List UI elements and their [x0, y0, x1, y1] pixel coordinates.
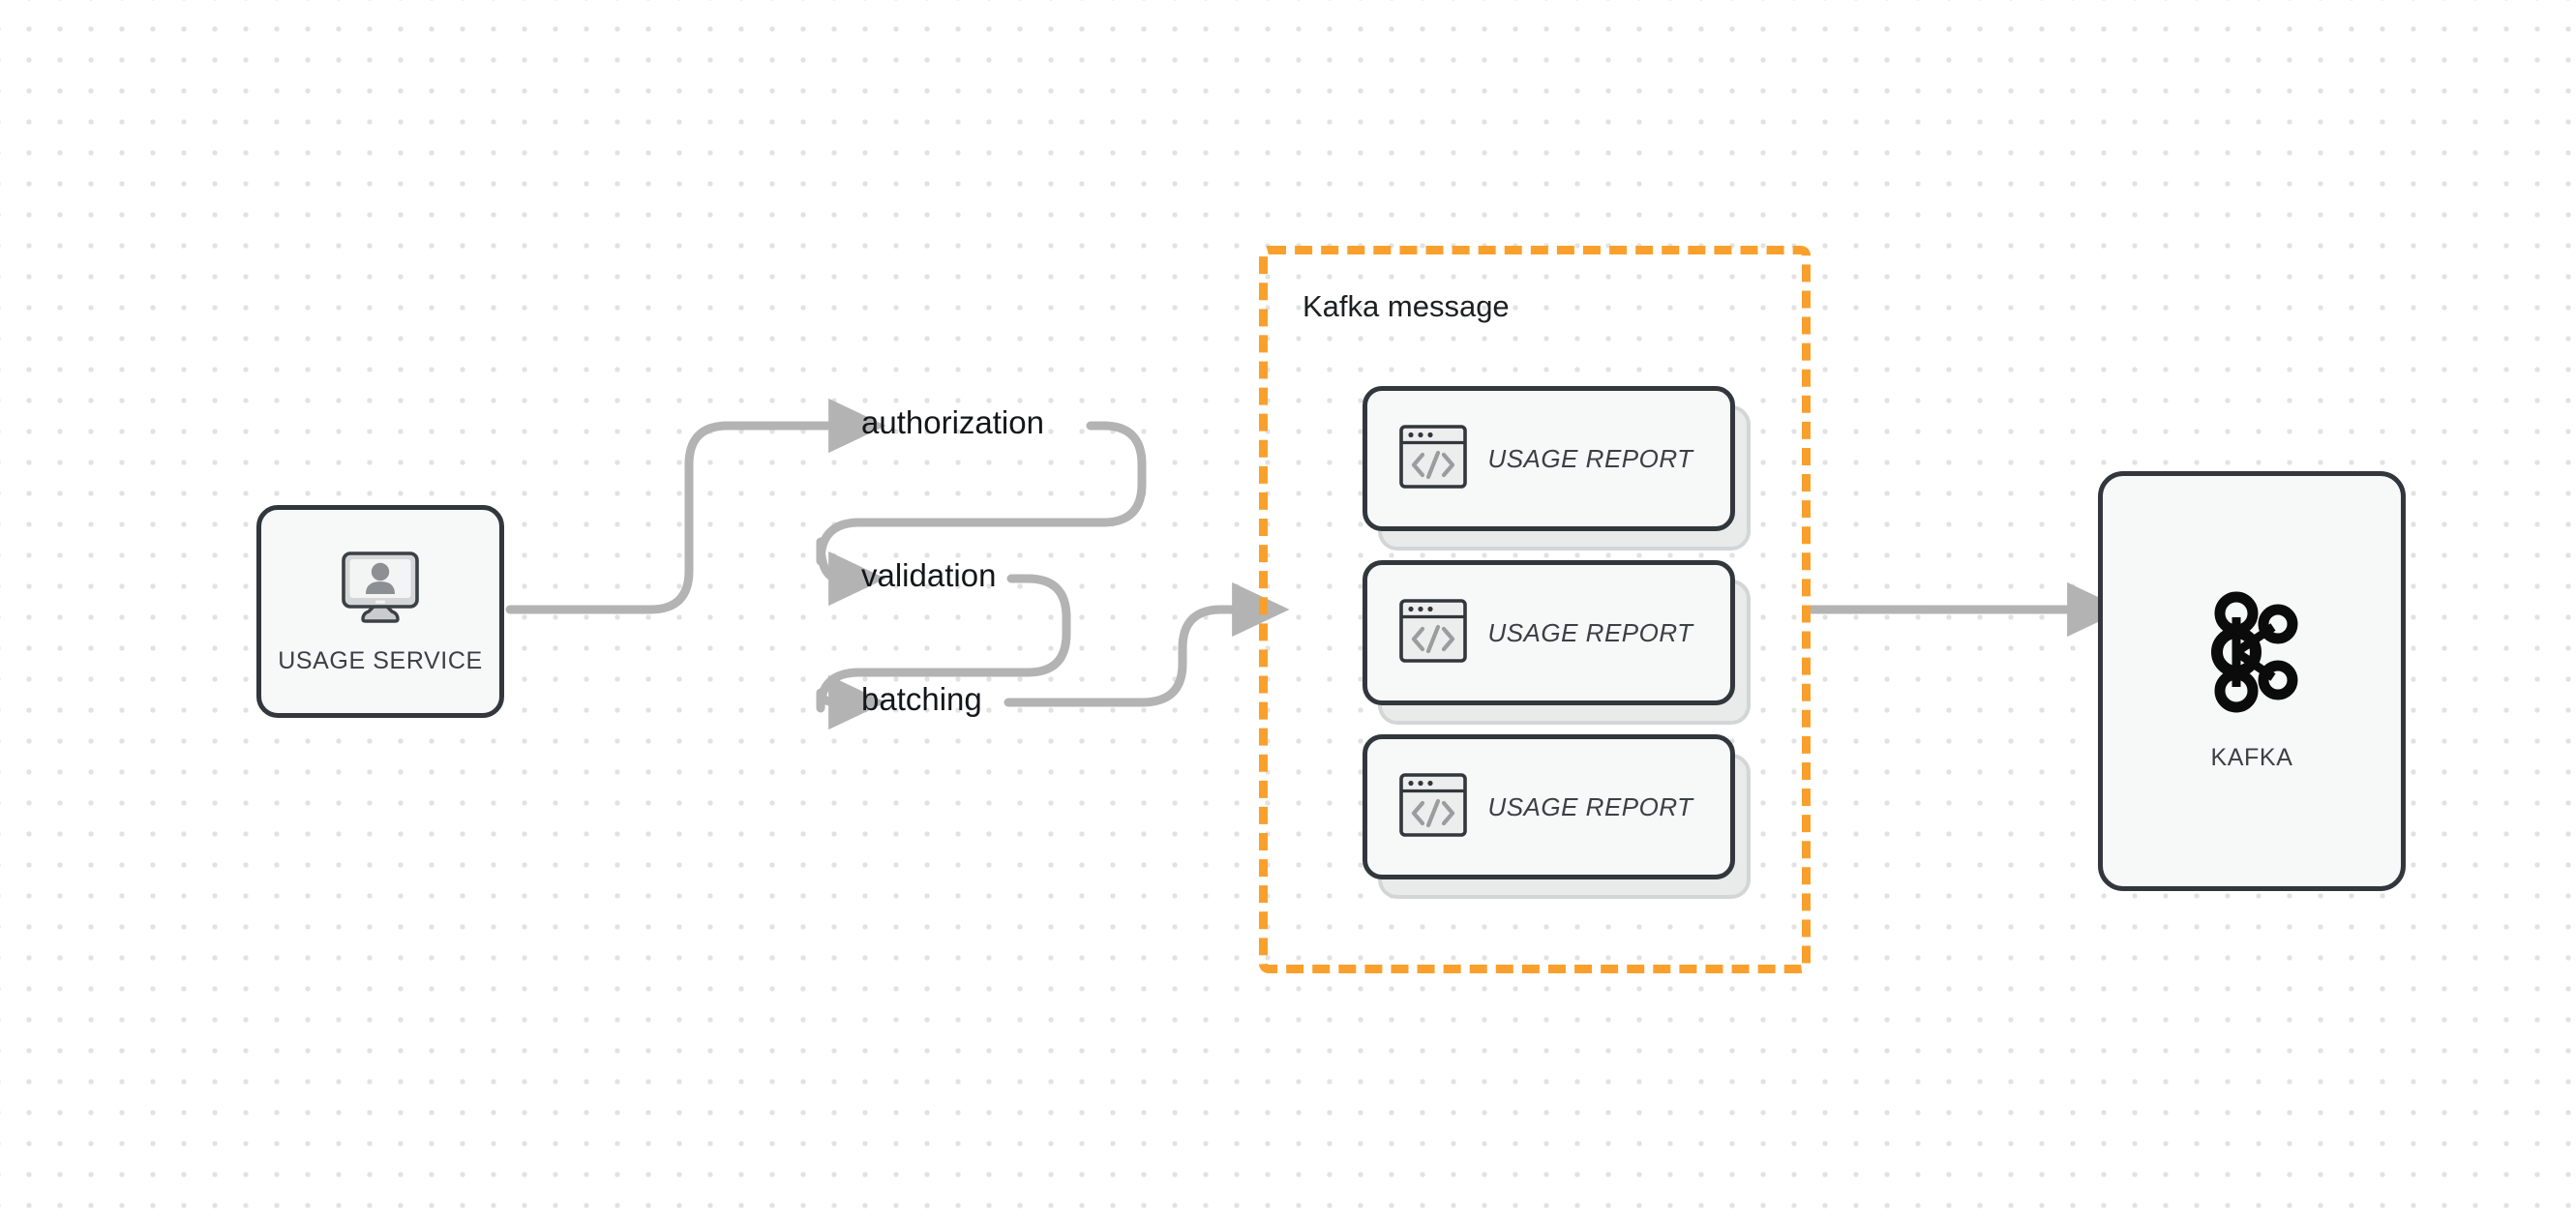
code-window-icon: [1398, 772, 1468, 843]
group-kafka-message: Kafka message USAGE REP: [1259, 246, 1811, 973]
node-usage-service-label: USAGE SERVICE: [278, 647, 483, 674]
card-front[interactable]: USAGE REPORT: [1363, 734, 1735, 879]
usage-report-card-label: USAGE REPORT: [1487, 791, 1693, 821]
code-window-icon: [1398, 598, 1468, 669]
usage-report-card-label: USAGE REPORT: [1487, 617, 1693, 647]
edge-authorization-to-validation: [816, 421, 1147, 607]
usage-report-card[interactable]: USAGE REPORT: [1363, 734, 1751, 899]
node-kafka[interactable]: KAFKA: [2098, 471, 2406, 891]
node-kafka-label: KAFKA: [2210, 744, 2293, 771]
code-window-icon: [1398, 424, 1468, 494]
card-front[interactable]: USAGE REPORT: [1363, 386, 1735, 531]
monitor-user-icon: [336, 548, 425, 632]
step-label-authorization: authorization: [861, 404, 1044, 440]
step-label-batching: batching: [861, 681, 982, 717]
card-front[interactable]: USAGE REPORT: [1363, 560, 1735, 705]
usage-report-card[interactable]: USAGE REPORT: [1363, 386, 1751, 551]
usage-report-card-label: USAGE REPORT: [1487, 443, 1693, 473]
edge-batching-to-kafka-message: [1003, 581, 1290, 707]
kafka-logo-icon: [2198, 590, 2306, 719]
node-usage-service[interactable]: USAGE SERVICE: [256, 505, 504, 718]
edge-usage-service-to-authorization: [505, 398, 886, 614]
usage-report-card[interactable]: USAGE REPORT: [1363, 560, 1751, 725]
step-label-validation: validation: [861, 557, 997, 593]
group-kafka-message-title: Kafka message: [1303, 289, 1510, 323]
